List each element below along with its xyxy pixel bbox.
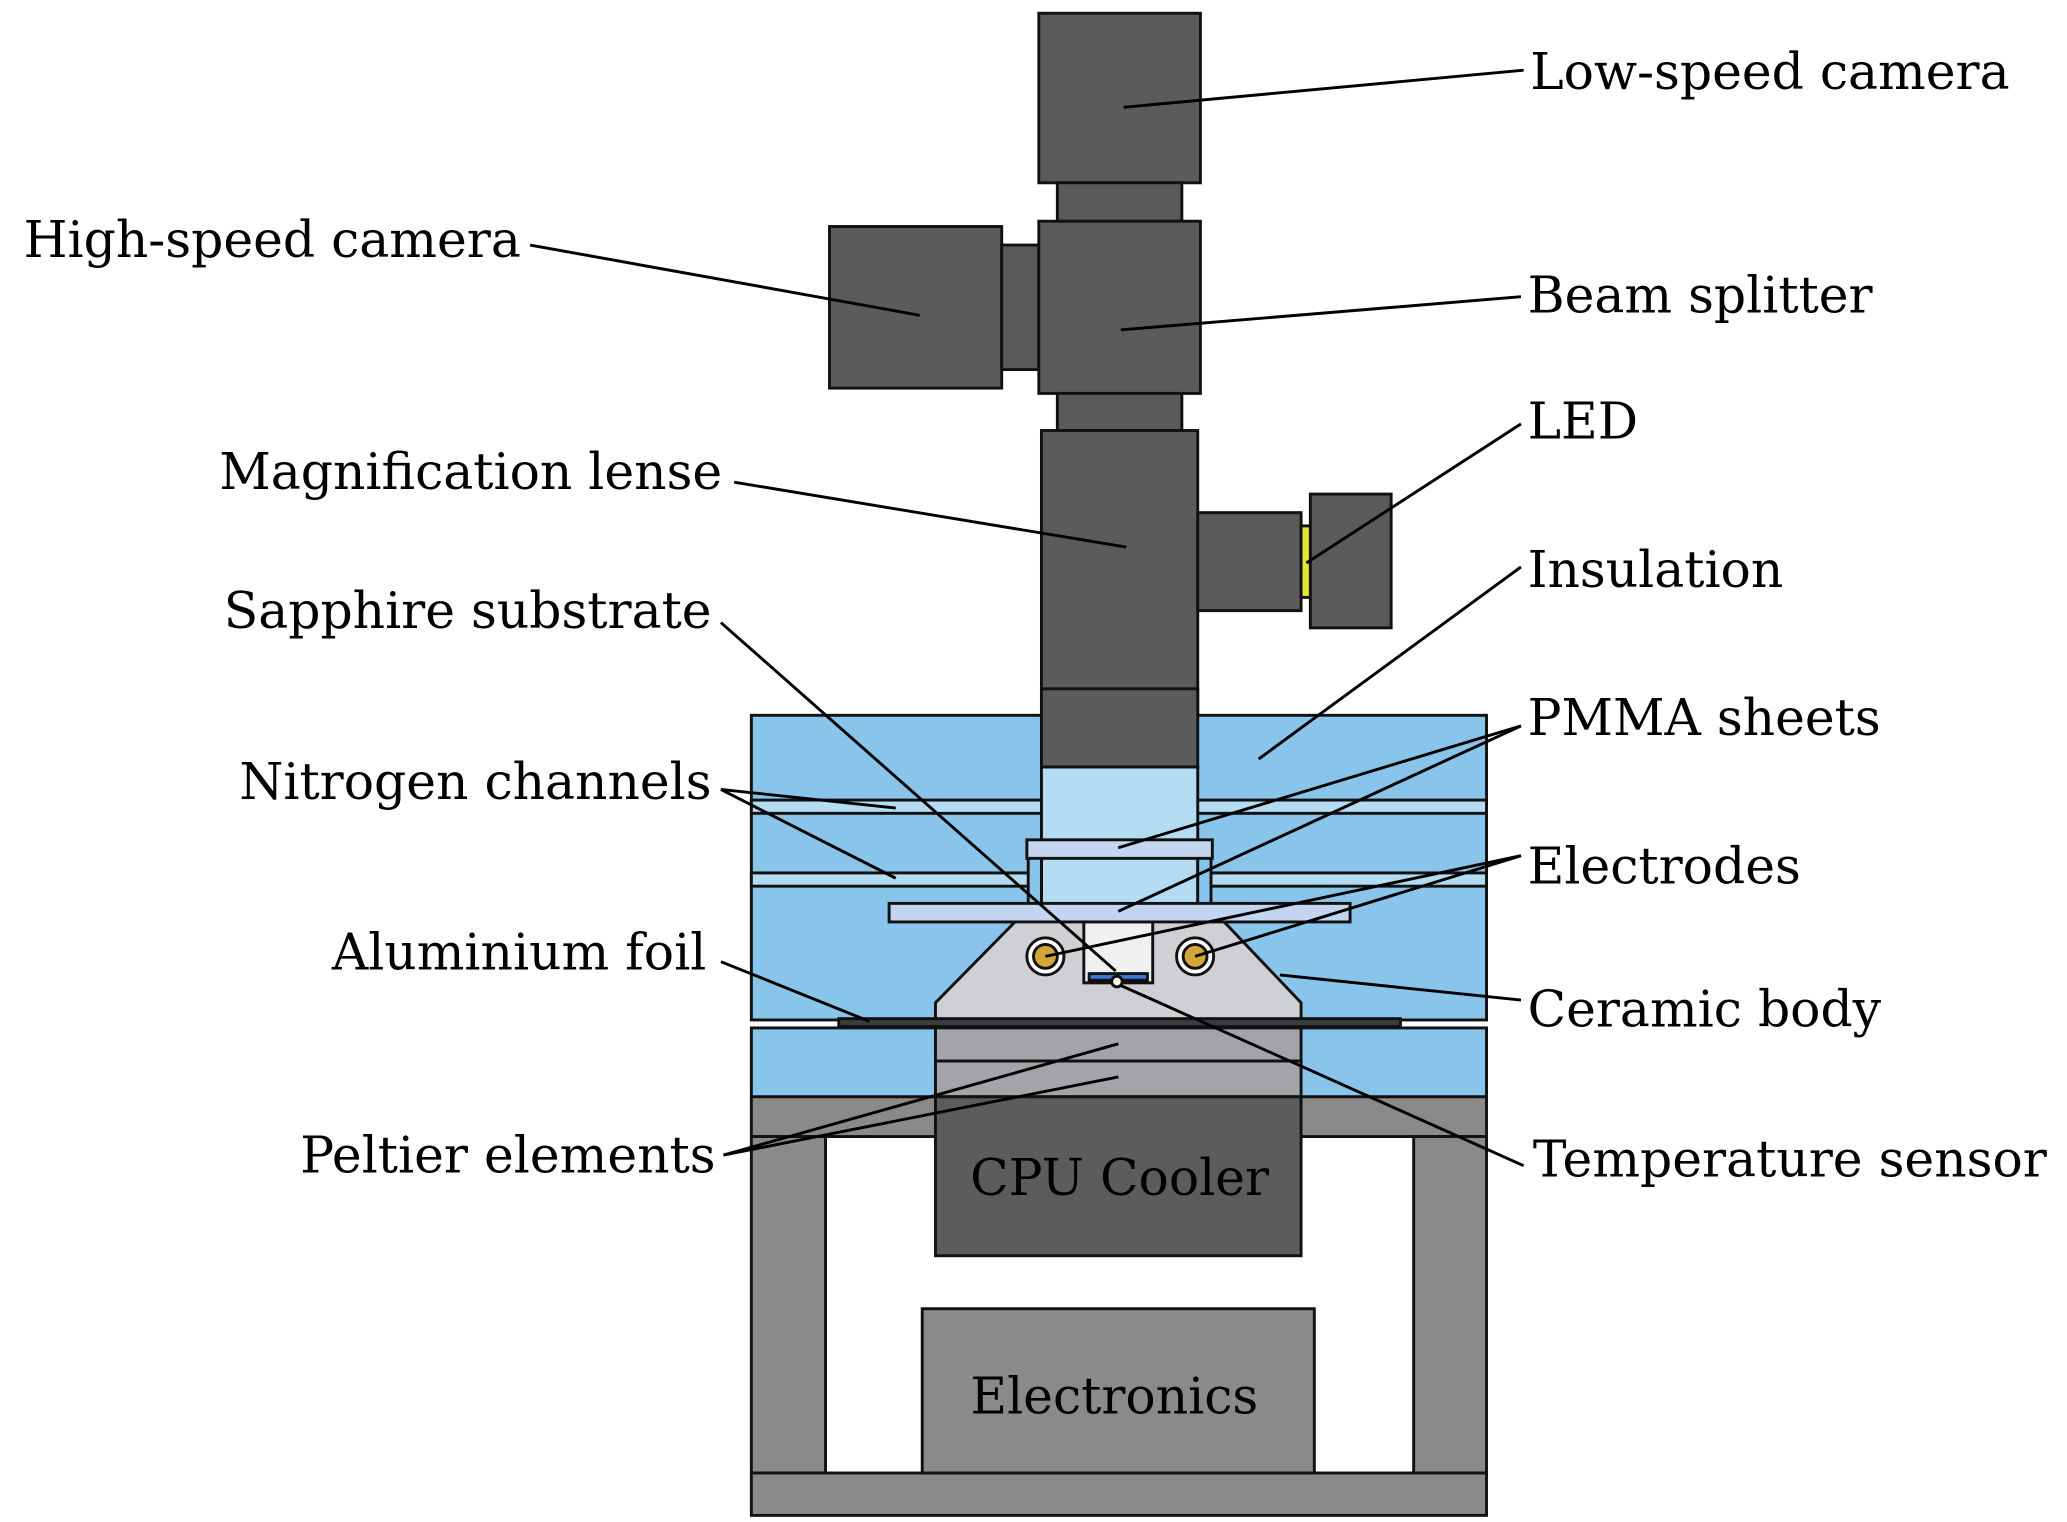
label-pmma-sheets: PMMA sheets: [1528, 688, 1881, 747]
leader-lines: [529, 68, 1525, 1168]
high-speed-camera: [828, 225, 1004, 390]
labels: Low-speed camera High-speed camera Beam …: [24, 42, 2048, 1189]
base-group: CPU Cooler Electronics: [749, 1095, 1488, 1517]
frame-base: [749, 1471, 1488, 1517]
leader-peltier-lower: [723, 1075, 1119, 1157]
label-ceramic-body: Ceramic body: [1528, 980, 1882, 1039]
label-sapphire-substrate: Sapphire substrate: [224, 581, 712, 640]
label-aluminium-foil: Aluminium foil: [331, 923, 706, 982]
pmma-support-right: [1196, 852, 1213, 907]
optics-group: [828, 11, 1393, 769]
beam-splitter: [1037, 219, 1202, 395]
low-speed-camera: [1037, 11, 1202, 185]
label-beam-splitter: Beam splitter: [1528, 266, 1874, 325]
leader-low-speed-camera: [1123, 68, 1524, 109]
label-insulation: Insulation: [1528, 540, 1784, 599]
leader-aluminium-foil: [720, 960, 870, 1023]
leader-sapphire-substrate: [719, 621, 1117, 973]
magnification-lense-tip: [1039, 687, 1200, 769]
leader-peltier-upper: [723, 1042, 1119, 1157]
led-arm: [1196, 511, 1303, 613]
label-high-speed-camera: High-speed camera: [24, 210, 521, 269]
label-magnification-lense: Magnification lense: [219, 442, 722, 501]
leader-pmma-upper: [1117, 724, 1522, 850]
camera-coupler-bottom: [1055, 391, 1184, 432]
leader-temperature-sensor: [1120, 984, 1525, 1168]
leader-pmma-lower: [1117, 724, 1522, 913]
frame-left-leg: [749, 1135, 827, 1475]
label-temperature-sensor: Temperature sensor: [1533, 1129, 2048, 1188]
camera-coupler-top: [1055, 181, 1184, 223]
label-peltier-elements: Peltier elements: [300, 1125, 715, 1184]
leader-electrode-left: [1045, 854, 1522, 958]
leader-nitrogen-lower: [720, 788, 897, 880]
cpu-cooler-label: CPU Cooler: [970, 1148, 1270, 1207]
leader-led: [1305, 422, 1522, 565]
leader-beam-splitter: [1120, 295, 1522, 332]
leader-electrode-right: [1194, 854, 1522, 958]
high-speed-coupler: [1000, 243, 1041, 372]
leader-insulation: [1257, 565, 1522, 761]
electronics: [920, 1307, 1316, 1475]
cpu-cooler: [934, 1095, 1303, 1258]
leader-high-speed-camera: [529, 243, 920, 317]
label-electrodes: Electrodes: [1528, 837, 1801, 896]
leader-nitrogen-upper: [720, 788, 896, 810]
pmma-sheet-upper: [1025, 838, 1214, 860]
label-led: LED: [1528, 391, 1639, 450]
leader-ceramic-body: [1279, 973, 1522, 1002]
electronics-label: Electronics: [970, 1366, 1258, 1425]
chamber-group: [749, 687, 1488, 1099]
leader-magnification-lense: [733, 480, 1127, 549]
frame-right-leg: [1412, 1135, 1488, 1475]
label-low-speed-camera: Low-speed camera: [1530, 42, 2009, 101]
label-nitrogen-channels: Nitrogen channels: [239, 752, 711, 811]
aluminium-foil: [837, 1017, 1402, 1029]
temperature-sensor: [1110, 974, 1124, 989]
